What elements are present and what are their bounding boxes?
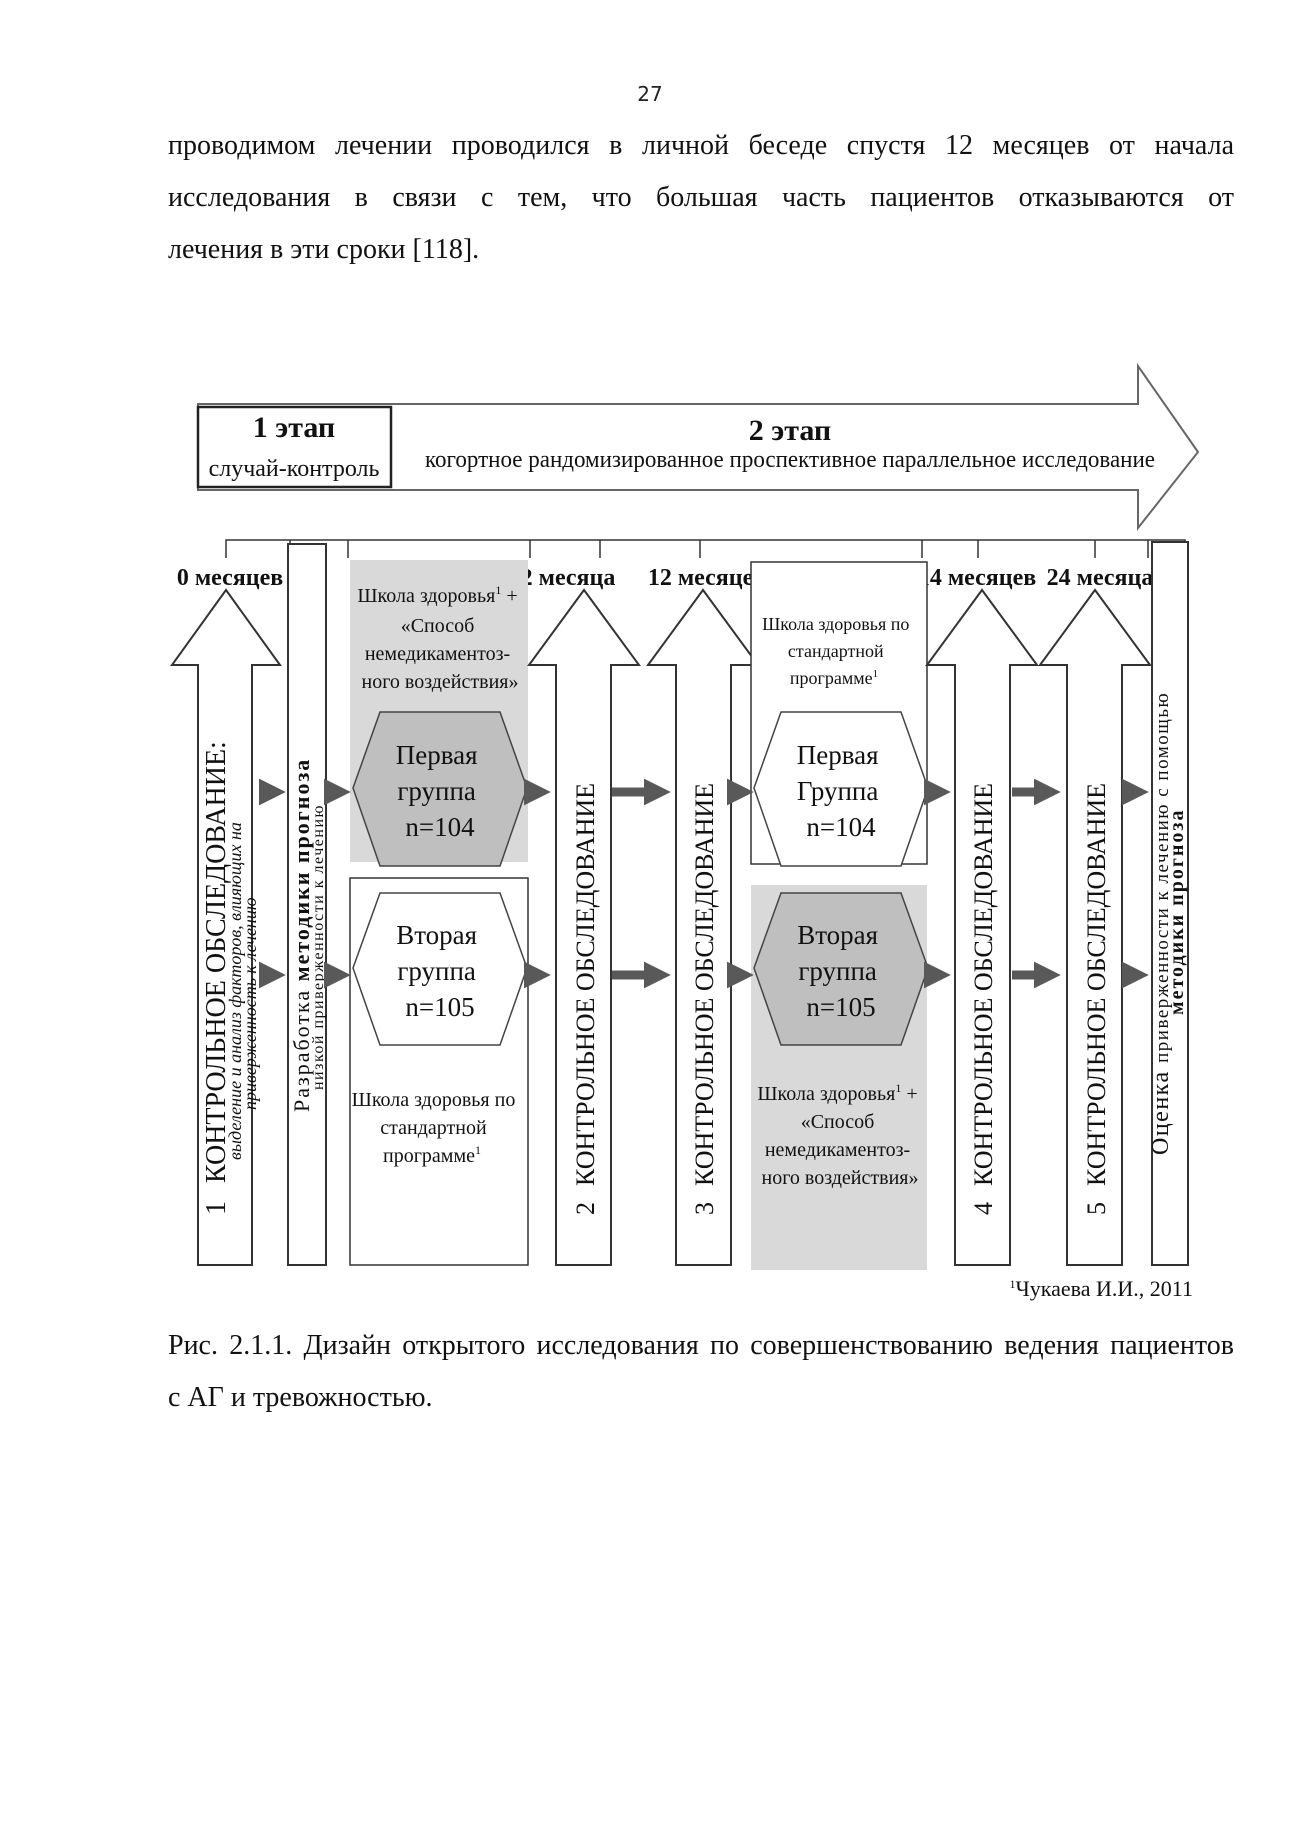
exam-3-label: 3КОНТРОЛЬНОЕ ОБСЛЕДОВАНИЕ xyxy=(690,783,719,1215)
exam-arrow-4 xyxy=(925,588,1039,1266)
left-school-standard: Школа здоровья по стандартной программе1 xyxy=(352,1089,521,1167)
method-development-title: Разработка методики прогноза xyxy=(289,758,314,1112)
timepoint-2: 2 месяца xyxy=(521,565,616,591)
timepoint-0: 0 месяцев xyxy=(177,565,283,591)
stage2-title: 2 этап xyxy=(749,414,831,447)
exam-4-label: 4КОНТРОЛЬНОЕ ОБСЛЕДОВАНИЕ xyxy=(969,783,998,1215)
group2-right-label: Вторая группа n=105 xyxy=(797,920,885,1022)
left-school-plus: Школа здоровья1 + «Способ немедикаментоз… xyxy=(357,583,522,693)
exam-arrow-5 xyxy=(1038,588,1152,1266)
exam-arrow-1 xyxy=(170,588,282,1266)
stage2-subtitle: когортное рандомизированное проспективно… xyxy=(425,447,1155,473)
evaluation-sub: методики прогноза xyxy=(1166,809,1188,1015)
exam-5-label: 5КОНТРОЛЬНОЕ ОБСЛЕДОВАНИЕ xyxy=(1082,783,1111,1215)
stage1-box xyxy=(196,405,393,489)
body-paragraph: проводимом лечении проводился в личной б… xyxy=(168,120,1234,276)
stage1-subtitle: случай-контроль xyxy=(209,456,380,482)
evaluation-title: Оценка приверженности к лечению с помощь… xyxy=(1148,692,1174,1155)
caption-line: Рис. 2.1.1. Дизайн открытого исследовани… xyxy=(168,1330,1234,1361)
stage-arrow xyxy=(197,362,1200,531)
figure-caption: Рис. 2.1.1. Дизайн открытого исследовани… xyxy=(168,1320,1234,1424)
evaluation-box xyxy=(1151,541,1189,1266)
exam-1-sub2: приверженность к лечению xyxy=(240,897,260,1110)
group1-left-label: Первая группа n=104 xyxy=(396,740,485,842)
right-school-plus: Школа здоровья1 + «Способ немедикаментоз… xyxy=(757,1081,922,1189)
exam-2-label: 2КОНТРОЛЬНОЕ ОБСЛЕДОВАНИЕ xyxy=(571,783,600,1215)
timeline-connectors xyxy=(225,539,1186,558)
timepoint-12: 12 месяцев xyxy=(648,565,766,591)
caption-line: с АГ и тревожностью. xyxy=(168,1382,433,1413)
group2-left-label: Вторая группа n=105 xyxy=(396,920,484,1022)
page-number: 27 xyxy=(637,82,663,106)
flow-arrows xyxy=(258,778,1149,989)
paragraph-line: исследования в связи с тем, что большая … xyxy=(168,182,1234,213)
paragraph-line: проводимом лечении проводился в личной б… xyxy=(168,130,1234,161)
group1-right-label: Первая Группа n=104 xyxy=(797,740,886,842)
exam-1-sub1: выделение и анализ факторов, влияющих на xyxy=(225,822,245,1160)
timepoint-14: 14 месяцев xyxy=(918,565,1036,591)
timepoint-24: 24 месяца xyxy=(1047,565,1154,591)
exam-arrow-3 xyxy=(646,588,760,1266)
exam-1-label: 1КОНТРОЛЬНОЕ ОБСЛЕДОВАНИЕ: xyxy=(201,741,232,1215)
method-development-box xyxy=(287,543,327,1266)
footnote: 1Чукаева И.И., 2011 xyxy=(1009,1276,1193,1301)
right-school-standard: Школа здоровья по стандартной программе1 xyxy=(762,614,914,688)
exam-arrow-2 xyxy=(527,588,641,1266)
method-development-sub: низкой приверженности к лечению xyxy=(310,804,327,1090)
stage1-title: 1 этап xyxy=(253,411,335,444)
paragraph-line: лечения в эти сроки [118]. xyxy=(168,234,480,265)
